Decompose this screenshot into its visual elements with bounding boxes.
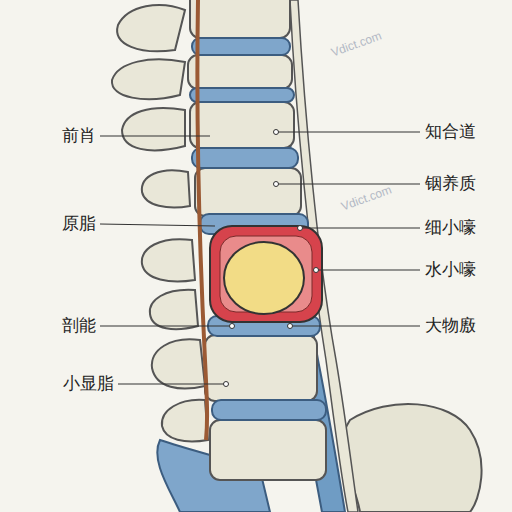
part-label: 水小嚎 — [425, 260, 476, 280]
part-label: 前肖 — [62, 126, 96, 146]
part-label: 剖能 — [62, 316, 96, 336]
part-label: 大物廒 — [425, 316, 476, 336]
part-label: 铟养质 — [425, 174, 476, 194]
part-label: 知合道 — [425, 122, 476, 142]
part-label: 原脂 — [62, 214, 96, 234]
part-label: 细小嚎 — [425, 218, 476, 238]
part-label: 小显脂 — [63, 374, 114, 394]
